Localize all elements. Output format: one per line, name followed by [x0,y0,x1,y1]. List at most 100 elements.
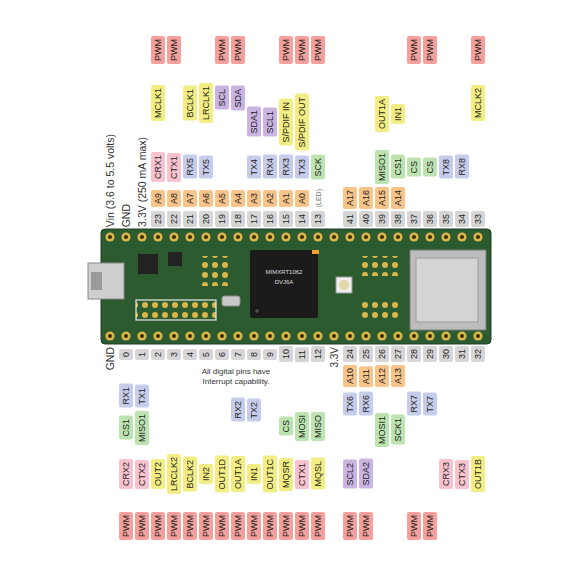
pwm-label: PWM [311,36,325,64]
pin-number: 8 [247,349,261,360]
sd-card-slot [410,250,486,330]
pin-text: MCLK2 [473,88,483,118]
pin-text: 4 [185,352,195,357]
pin-text: PWM [169,39,179,61]
serial-label: TX7 [423,393,437,416]
pwm-label: PWM [311,512,325,540]
pin-text: MOSI [297,415,307,438]
pin-text: 12 [313,349,323,359]
audio-label: IN1 [391,104,405,124]
top-pin-row [102,229,486,245]
pin-text: TX8 [441,159,451,176]
pin-number: 39 [375,211,389,227]
pin-text: 25 [361,349,371,359]
interrupt-note: All digital pins have Interrupt capabili… [186,367,286,387]
pin-text: TX6 [345,396,355,413]
i2c-label: SDA2 [359,459,373,489]
pin-text: PWM [281,39,291,61]
pin-text: A14 [393,190,403,206]
pin-text: A1 [281,193,291,204]
can-label: CTX3 [455,460,469,489]
pin-text: SDA2 [361,462,371,486]
spi-label: MOSI [295,412,309,441]
pin-text: A15 [377,190,387,206]
pin-text: MOSI1 [377,416,387,444]
pin-text: 16 [265,214,275,224]
pin-text: RX6 [361,395,371,413]
pin-text: LRCLK1 [201,86,211,120]
processor-chip [250,250,318,318]
audio-label: MCLK1 [151,85,165,121]
pin-text: CTX3 [457,463,467,486]
pin-text: PWM [201,515,211,537]
pin-text: SDA1 [249,110,259,134]
analog-label: A17 [343,187,357,209]
serial-label: RX3 [279,155,293,179]
pwm-label: PWM [151,512,165,540]
pin-text: A0 [297,193,307,204]
pin-text: OUT1D [217,459,227,490]
pin-text: A5 [217,193,227,204]
pin-text: 9 [265,352,275,357]
pad-block [360,256,400,276]
pin-number: 37 [407,211,421,227]
audio-label: S/PDIF OUT [295,94,309,151]
audio-label: BCLK2 [183,457,197,492]
can-label: CTX1 [167,153,181,182]
pin-text: MQSR [281,461,291,488]
pin-text: 37 [409,214,419,224]
sd-card-slot-inner [416,258,478,322]
pin-number: 13 [311,211,325,227]
audio-label: IN1 [247,464,261,484]
pwm-label: PWM [263,512,277,540]
pin-text: RX4 [265,158,275,176]
pin-text: 26 [377,349,387,359]
audio-label: MQSL [311,458,325,490]
chip-dot [255,309,259,313]
pin-text: A13 [393,368,403,384]
spi-label: MISO1 [135,411,149,445]
pin-text: 24 [345,349,355,359]
pin-text: A11 [361,369,371,384]
pin-text: OUT1A [377,99,387,129]
pin-number: 0 [119,349,133,360]
pin-text: 38 [393,214,403,224]
pin-text: SCK1 [393,418,403,442]
analog-label: A1 [279,190,293,207]
pad-row [136,300,216,320]
pin-number: 5 [199,349,213,360]
spi-label: SCK [311,155,325,180]
pwm-label: PWM [471,36,485,64]
analog-label: A16 [359,187,373,209]
analog-label: A12 [375,365,389,387]
pin-text: MQSL [313,461,323,487]
pin-text: OUT1B [473,459,483,489]
pin-text: 19 [217,214,227,224]
pin-text: SCL2 [345,463,355,486]
spi-label: SCK1 [391,415,405,445]
spi-label: CS [423,158,437,177]
pin-text: RX2 [233,401,243,419]
pin-number: 31 [455,346,469,362]
can-label: CTX2 [135,460,149,489]
pin-text: CS [409,161,419,174]
audio-label: OUT2 [151,459,165,489]
pin-number: 18 [231,211,245,227]
pin-number: 6 [215,349,229,360]
pin-text: RX8 [457,158,467,176]
serial-label: TX8 [439,156,453,179]
pin-text: CTX1 [169,156,179,179]
spi-label: MISO [311,412,325,441]
pin-text: PWM [249,515,259,537]
pin-text: A4 [233,193,243,204]
pin-text: IN1 [249,467,259,481]
pin-number: 10 [279,346,293,362]
power-label: Vin (3.6 to 5.5 volts) [104,134,117,227]
spi-label: CS [279,417,293,436]
pin-text: CS1 [121,419,131,437]
pin-text: TX3 [297,159,307,176]
small-ic [168,252,182,266]
spi-label: MOSI1 [375,413,389,447]
pin-text: CRX3 [441,462,451,486]
serial-label: TX2 [247,399,261,422]
